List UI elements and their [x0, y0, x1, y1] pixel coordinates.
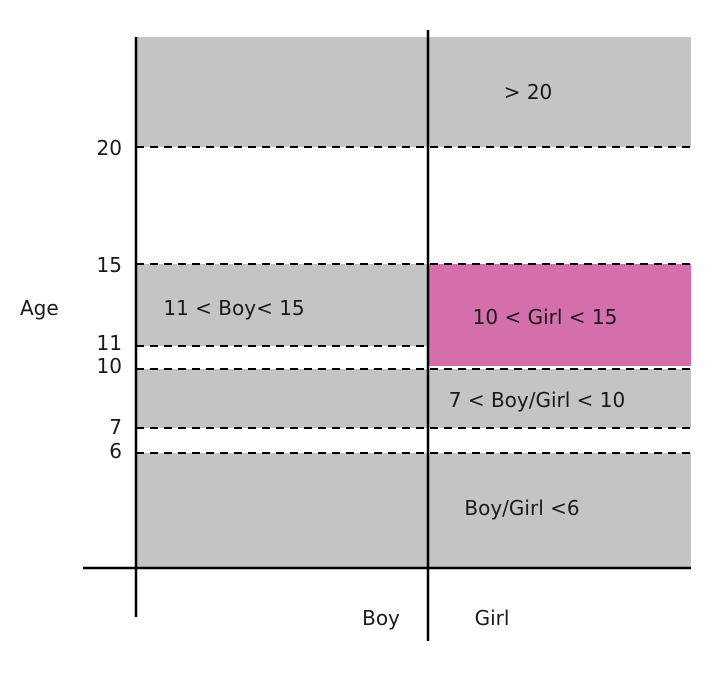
- region-boy-girl-7-10: [136, 369, 691, 428]
- tick-label-15: 15: [97, 253, 122, 277]
- region-label-girl-10-15: 10 < Girl < 15: [473, 305, 618, 329]
- region-boy-11-15: [136, 264, 428, 346]
- y-axis-title: Age: [20, 296, 59, 320]
- tick-label-10: 10: [97, 354, 122, 378]
- column-label-boy: Boy: [362, 606, 400, 630]
- column-label-girl: Girl: [475, 606, 510, 630]
- tick-label-20: 20: [97, 136, 122, 160]
- region-label-over-20: > 20: [504, 80, 553, 104]
- tick-label-7: 7: [109, 415, 122, 439]
- tick-label-11: 11: [97, 331, 122, 355]
- region-girl-10-15: [428, 264, 691, 366]
- region-label-boy-girl-under-6: Boy/Girl <6: [464, 496, 579, 520]
- region-boy-girl-under-6: [136, 453, 691, 568]
- region-over-20: [136, 37, 691, 147]
- tick-label-6: 6: [109, 439, 122, 463]
- region-label-boy-11-15: 11 < Boy< 15: [163, 296, 304, 320]
- region-label-boy-girl-7-10: 7 < Boy/Girl < 10: [449, 388, 625, 412]
